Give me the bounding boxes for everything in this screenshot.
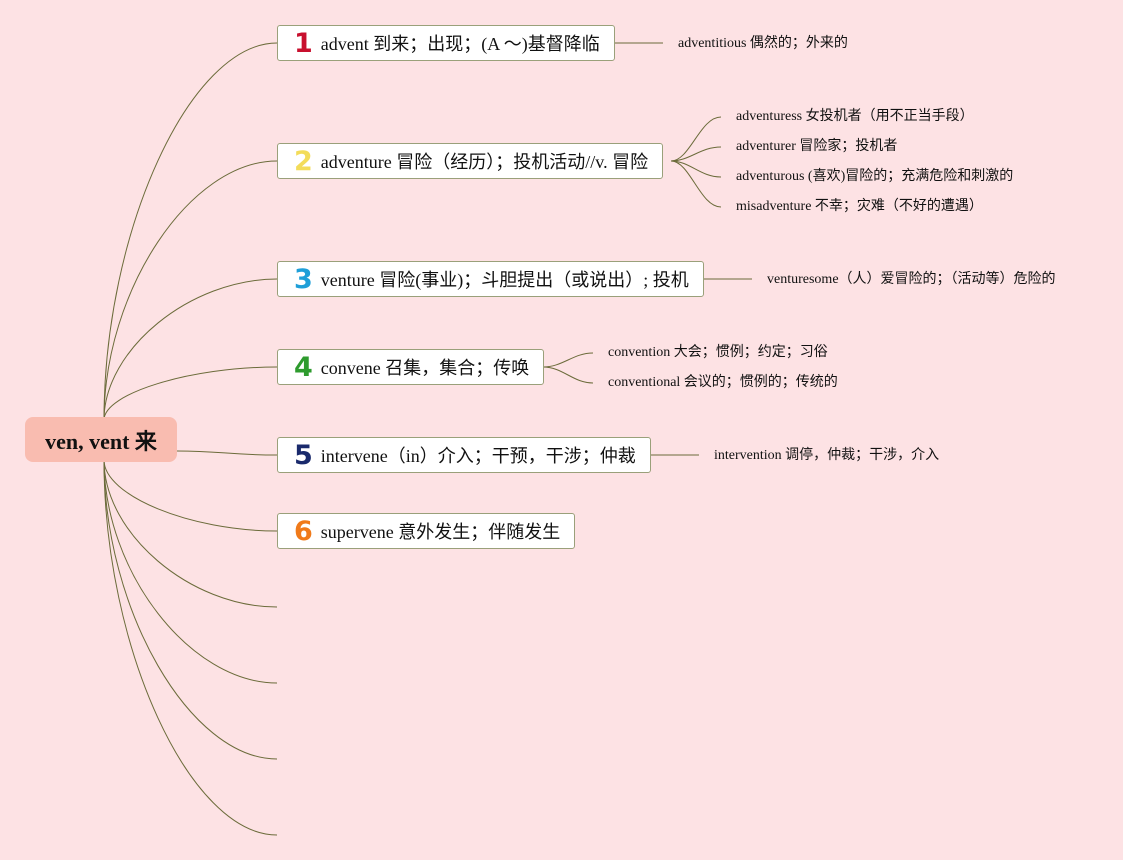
subtopic-line <box>670 160 722 208</box>
subtopic-venturesome[interactable]: venturesome（人）爱冒险的；（活动等）危险的 <box>767 272 1056 287</box>
topic-label: adventure 冒险（经历）；投机活动//v. 冒险 <box>320 152 649 172</box>
topic-label: intervene（in）介入；干预，干涉；仲裁 <box>320 446 636 466</box>
subtopic-adventurous[interactable]: adventurous (喜欢)冒险的；充满危险和刺激的 <box>736 169 1014 184</box>
subtopic-intervention[interactable]: intervention 调停，仲裁；干涉，介入 <box>714 448 940 463</box>
number-3-badge: 3 <box>294 263 313 295</box>
subtopic-misadventure[interactable]: misadventure 不幸；灾难（不好的遭遇） <box>736 199 983 214</box>
number-5-badge: 5 <box>294 439 313 471</box>
root-branch-line <box>176 450 278 456</box>
topic-convene[interactable]: 4 convene 召集，集合；传唤 <box>277 349 545 385</box>
subtopic-adventuress[interactable]: adventuress 女投机者（用不正当手段） <box>736 109 974 124</box>
root-branch-line <box>103 459 278 608</box>
subtopic-line <box>542 352 594 368</box>
root-branch-line <box>103 366 278 421</box>
subtopic-adventurer[interactable]: adventurer 冒险家；投机者 <box>736 139 898 154</box>
subtopic-adventitious[interactable]: adventitious 偶然的；外来的 <box>678 36 848 51</box>
root-branch-line <box>103 459 278 684</box>
number-2-badge: 2 <box>294 145 313 177</box>
root-branch-line <box>103 459 278 532</box>
subtopic-line <box>670 146 722 162</box>
number-4-badge: 4 <box>294 351 313 383</box>
root-branch-line <box>103 459 278 760</box>
root-branch-line <box>103 160 278 421</box>
root-branch-line <box>103 459 278 836</box>
root-branch-line <box>103 278 278 421</box>
topic-supervene[interactable]: 6 supervene 意外发生；伴随发生 <box>277 513 576 549</box>
topic-venture[interactable]: 3 venture 冒险(事业)；斗胆提出（或说出）; 投机 <box>277 261 704 297</box>
topic-label: venture 冒险(事业)；斗胆提出（或说出）; 投机 <box>320 270 689 290</box>
subtopic-line <box>670 116 722 162</box>
subtopic-line <box>542 366 594 384</box>
root-branch-line <box>103 42 278 421</box>
root-node[interactable]: ven, vent 来 <box>25 417 177 462</box>
number-1-badge: 1 <box>294 27 313 59</box>
topic-intervene[interactable]: 5 intervene（in）介入；干预，干涉；仲裁 <box>277 437 651 473</box>
topic-label: convene 召集，集合；传唤 <box>320 358 530 378</box>
subtopic-line <box>670 160 722 178</box>
number-6-badge: 6 <box>294 515 313 547</box>
topic-adventure[interactable]: 2 adventure 冒险（经历）；投机活动//v. 冒险 <box>277 143 664 179</box>
root-label: ven, vent 来 <box>45 428 157 454</box>
topic-label: advent 到来；出现；(A 〜)基督降临 <box>320 34 600 54</box>
subtopic-conventional[interactable]: conventional 会议的；惯例的；传统的 <box>608 375 838 390</box>
topic-advent[interactable]: 1 advent 到来；出现；(A 〜)基督降临 <box>277 25 615 61</box>
subtopic-convention[interactable]: convention 大会；惯例；约定；习俗 <box>608 345 828 360</box>
topic-label: supervene 意外发生；伴随发生 <box>320 522 561 542</box>
